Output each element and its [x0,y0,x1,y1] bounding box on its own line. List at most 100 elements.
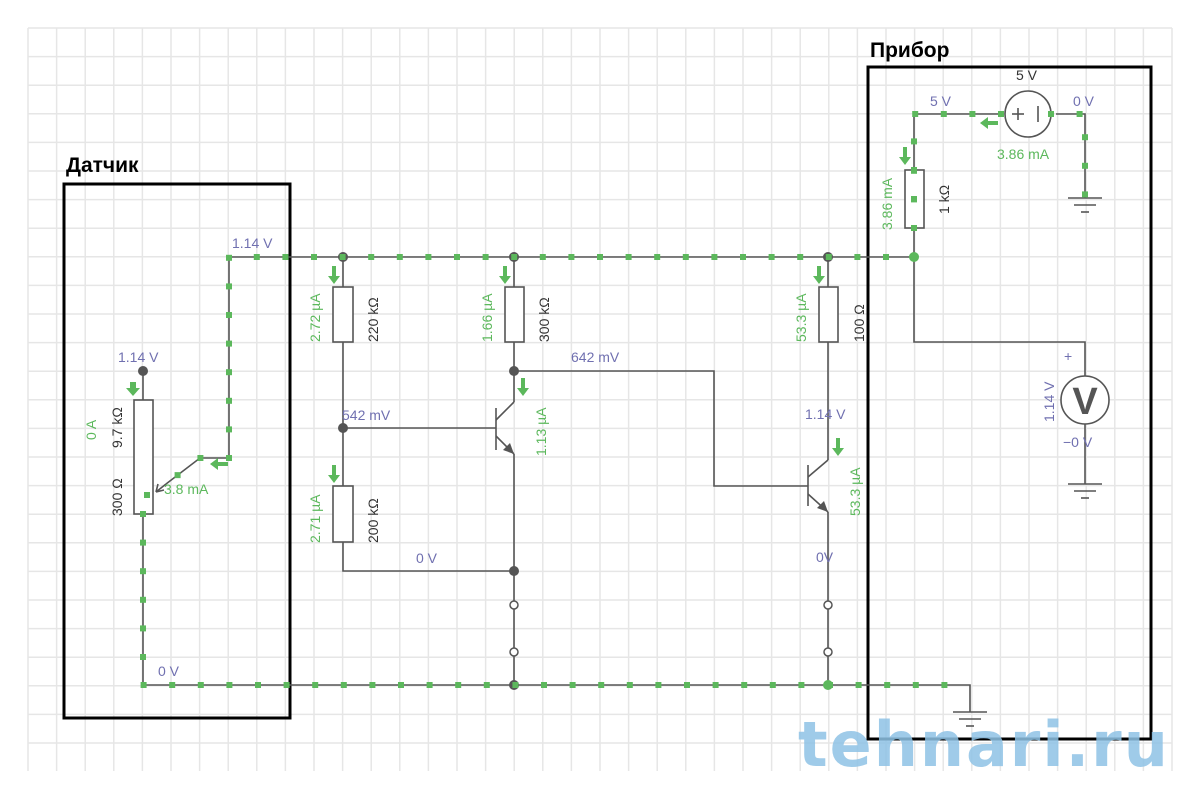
current-dot [740,254,746,260]
r100-current: 53.3 µA [793,293,809,342]
current-dot [854,254,861,260]
current-dot [684,682,690,688]
transistor-q1[interactable] [495,401,515,455]
current-dot [140,568,146,575]
current-dot [226,369,232,376]
current-dot [226,340,232,347]
potentiometer[interactable] [133,399,154,515]
q2-collector-current: 53.3 µA [847,467,863,516]
arrow-down-icon [328,266,340,284]
voltmeter[interactable]: V [1060,375,1110,425]
r300-current: 1.66 µA [479,293,495,342]
grid [27,27,1173,771]
current-dot [226,455,232,461]
current-flow-dots [140,111,1088,688]
current-dot [144,492,150,498]
current-dot [940,111,947,117]
current-dot [827,682,833,688]
r200-value: 200 kΩ [365,498,381,543]
pot-lower-resistance: 300 Ω [109,478,125,516]
current-dot [169,682,176,688]
arrow-down-icon [517,378,529,396]
current-dot [769,682,776,688]
q1-collector-voltage: 642 mV [571,349,620,365]
r1k-current: 3.86 mA [879,177,895,230]
voltage-source[interactable] [1004,90,1052,138]
arrow-left-icon [980,117,998,129]
arrow-down-icon [499,266,511,284]
emitter-arrow-icon [817,501,828,512]
current-dot [712,682,719,688]
current-dot [654,254,661,260]
terminal-post[interactable] [823,647,833,657]
current-dot [398,682,404,688]
source-pos-net-voltage: 5 V [930,93,952,109]
pot-top-voltage: 1.14 V [118,349,159,365]
current-dot [741,682,748,688]
wire-bottom-rail [142,514,971,712]
current-dot [1082,191,1088,198]
current-dot [941,682,948,688]
current-dot [655,682,662,688]
current-dot [711,254,718,260]
r300-value: 300 kΩ [536,297,552,342]
current-dot [969,111,976,117]
current-dot [682,254,689,260]
watermark: tehnari.ru [798,708,1170,781]
current-dot [368,254,375,260]
wiper-current: 3.8 mA [164,481,209,497]
current-dot [512,682,519,688]
ground-icon [1068,483,1102,499]
resistor-300k[interactable] [504,286,525,343]
current-dot [912,111,919,117]
current-dot [1048,111,1054,117]
current-dot [255,682,261,688]
current-dot [884,682,891,688]
ground-rail-voltage: 0 V [158,663,180,679]
junction-node [509,566,519,576]
current-dot [140,511,146,517]
wire-q2-base [514,370,808,487]
terminal-post[interactable] [509,600,519,610]
q1-collector-current: 1.13 µA [533,407,549,456]
current-dot [226,426,232,433]
top-rail-voltage: 1.14 V [232,235,273,251]
current-dot [425,254,432,260]
current-dot [174,472,181,479]
current-dot [140,654,146,660]
resistor-200k[interactable] [332,485,354,543]
terminal-post[interactable] [509,647,519,657]
current-dot [1082,134,1088,141]
pot-current: 0 A [83,419,99,440]
device-title: Прибор [870,39,949,62]
current-dot [511,254,518,260]
current-dot [226,397,232,404]
current-dot [226,283,232,290]
voltmeter-symbol: V [1072,381,1098,423]
terminal-post[interactable] [823,600,833,610]
current-dot [911,138,917,145]
current-dot [883,254,889,260]
source-current: 3.86 mA [997,146,1050,162]
resistor-100[interactable] [818,286,839,343]
transistor-q2[interactable] [807,459,829,513]
sensor-title: Датчик [66,154,139,177]
junction-node [509,366,519,376]
source-voltage: 5 V [1016,67,1038,83]
arrow-down-icon [813,266,825,284]
source-neg-net-voltage: 0 V [1073,93,1095,109]
current-dot [282,254,289,260]
ground-icon [1068,197,1102,213]
current-dot [253,254,260,260]
current-dot [568,254,575,260]
meter-minus-net: −0 V [1063,434,1093,450]
current-dot [312,682,319,688]
current-dot [597,254,603,260]
current-dot [625,254,632,260]
resistor-220k[interactable] [332,286,354,343]
current-dot [912,682,919,688]
current-dot [539,254,546,260]
current-dot [483,682,490,688]
current-dot [911,225,917,231]
